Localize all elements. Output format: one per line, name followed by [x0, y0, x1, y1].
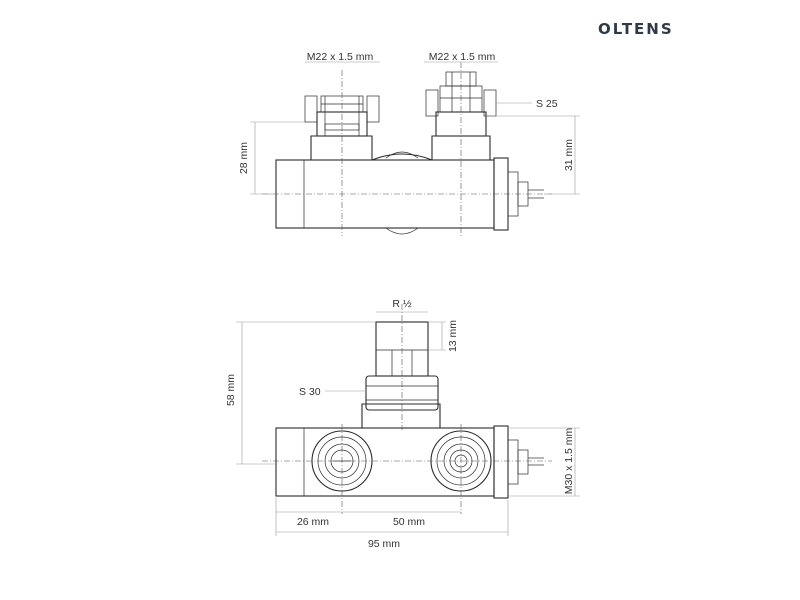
top-bridge — [371, 153, 433, 161]
bottom-riser — [361, 403, 441, 428]
bottom-view-drawing — [262, 304, 552, 514]
top-height-left-label: 28 mm — [238, 142, 250, 174]
bottom-total-width-label: 95 mm — [368, 538, 400, 550]
bottom-end-cap — [493, 425, 509, 499]
bottom-total-height-label: 58 mm — [225, 374, 237, 406]
brand-logo: OLTENS — [598, 20, 674, 38]
top-thread-left-label: M22 x 1.5 mm — [307, 51, 374, 63]
top-view-dimensions — [250, 61, 580, 195]
top-wrench-label: S 25 — [536, 98, 558, 110]
bottom-outlet-thread-label: M30 x 1.5 mm — [563, 427, 575, 494]
top-left-boss — [310, 135, 373, 160]
bottom-wrench-label: S 30 — [299, 386, 321, 398]
bottom-dist-left-label: 26 mm — [297, 516, 329, 528]
top-view-drawing — [262, 62, 552, 236]
bottom-dist-center-label: 50 mm — [393, 516, 425, 528]
bottom-inlet-thread-label: R ½ — [392, 298, 412, 310]
top-thread-right-label: M22 x 1.5 mm — [429, 51, 496, 63]
bottom-inlet-height-label: 13 mm — [447, 320, 459, 352]
top-height-right-label: 31 mm — [563, 139, 575, 171]
bottom-view-dimensions — [236, 311, 580, 536]
